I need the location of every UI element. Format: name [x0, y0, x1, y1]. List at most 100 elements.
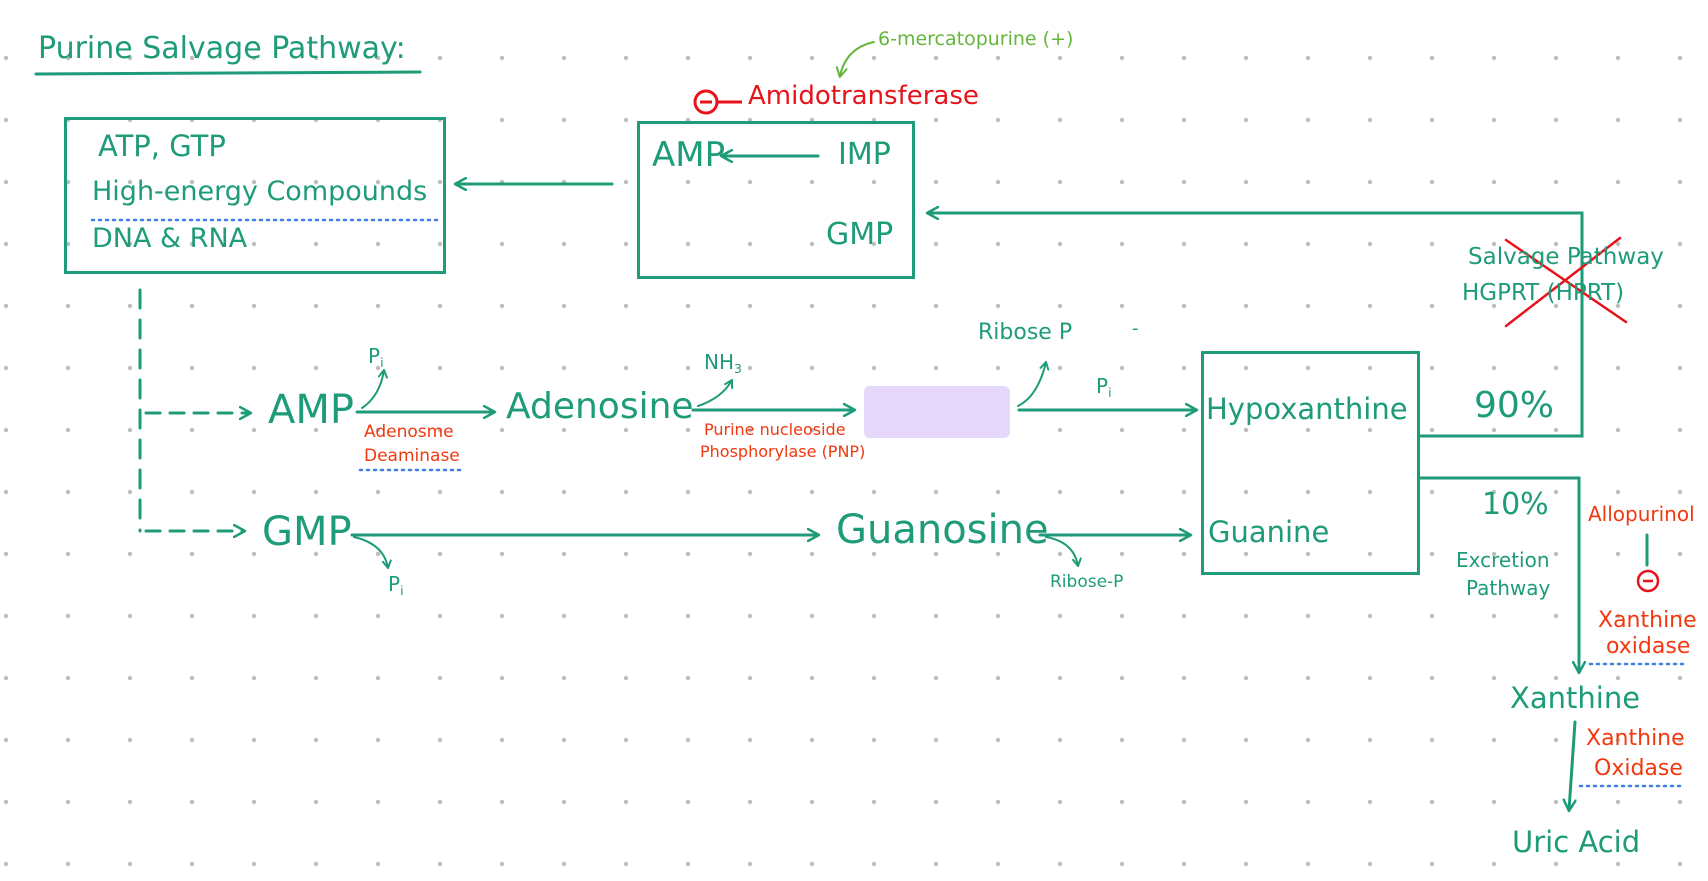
grid-dot [747, 551, 753, 557]
grid-dot [3, 737, 9, 743]
grid-dot [1181, 365, 1187, 371]
grid-dot [1491, 365, 1497, 371]
grid-dot [871, 365, 877, 371]
grid-dot [437, 799, 443, 805]
grid-dot [1677, 489, 1683, 495]
grid-dot [995, 613, 1001, 619]
grid-dot [933, 55, 939, 61]
grid-dot [375, 799, 381, 805]
grid-dot [809, 675, 815, 681]
grid-dot [1119, 551, 1125, 557]
grid-dot [499, 303, 505, 309]
pi-label-1: Pi [368, 344, 384, 371]
grid-dot [995, 737, 1001, 743]
grid-dot [499, 737, 505, 743]
grid-dot [561, 365, 567, 371]
grid-dot [1615, 675, 1621, 681]
grid-dot [1057, 861, 1063, 867]
grid-dot [1305, 117, 1311, 123]
grid-dot [1181, 861, 1187, 867]
grid-dot [809, 303, 815, 309]
grid-dot [1615, 861, 1621, 867]
grid-dot [1181, 675, 1187, 681]
grid-dot [685, 427, 691, 433]
grid-dot [1181, 427, 1187, 433]
grid-dot [871, 241, 877, 247]
grid-dot [623, 179, 629, 185]
grid-dot [1553, 427, 1559, 433]
hypoxanthine-label: Hypoxanthine [1206, 392, 1408, 426]
grid-dot [1677, 365, 1683, 371]
grid-dot [1429, 551, 1435, 557]
grid-dot [685, 303, 691, 309]
grid-dot [1491, 241, 1497, 247]
grid-dot [1057, 179, 1063, 185]
grid-dot [933, 551, 939, 557]
grid-dot [995, 799, 1001, 805]
grid-dot [1119, 613, 1125, 619]
grid-dot [65, 365, 71, 371]
grid-dot [1491, 799, 1497, 805]
grid-dot [685, 551, 691, 557]
grid-dot [1305, 179, 1311, 185]
grid-dot [747, 303, 753, 309]
grid-dot [3, 427, 9, 433]
grid-dot [623, 303, 629, 309]
xanthine-oxidase-2-line-2: Oxidase [1594, 756, 1683, 781]
grid-dot [1305, 241, 1311, 247]
grid-dot [871, 303, 877, 309]
grid-dot [685, 365, 691, 371]
ribose-release-curl-2 [1045, 536, 1082, 567]
grid-dot [747, 613, 753, 619]
grid-dot [313, 55, 319, 61]
grid-dot [1677, 117, 1683, 123]
salvage-percent: 90% [1474, 385, 1555, 426]
grid-dot [933, 303, 939, 309]
grid-dot [1181, 179, 1187, 185]
grid-dot [437, 613, 443, 619]
grid-dot [871, 799, 877, 805]
deaminase-line-2: Deaminase [364, 446, 460, 466]
grid-dot [127, 799, 133, 805]
grid-dot [127, 613, 133, 619]
grid-dot [1057, 799, 1063, 805]
grid-dot [871, 489, 877, 495]
grid-dot [1243, 55, 1249, 61]
nuc-gmp: GMP [826, 217, 894, 252]
grid-dot [375, 55, 381, 61]
grid-dot [65, 675, 71, 681]
grid-dot [1119, 799, 1125, 805]
grid-dot [251, 613, 257, 619]
grid-dot [1243, 117, 1249, 123]
nh3-label: NH3 [704, 350, 742, 377]
grid-dot [1367, 551, 1373, 557]
grid-dot [1615, 365, 1621, 371]
grid-dot [313, 613, 319, 619]
grid-dot [251, 799, 257, 805]
ribose-p-tail: - [1132, 318, 1139, 339]
grid-dot [1305, 861, 1311, 867]
grid-dot [561, 799, 567, 805]
grid-dot [499, 117, 505, 123]
grid-dot [3, 365, 9, 371]
grid-dot [1243, 365, 1249, 371]
grid-dot [375, 613, 381, 619]
grid-dot [1367, 613, 1373, 619]
grid-dot [1367, 303, 1373, 309]
grid-dot [1615, 303, 1621, 309]
grid-dot [1553, 303, 1559, 309]
grid-dot [1119, 427, 1125, 433]
amp-label: AMP [268, 387, 354, 433]
grid-dot [561, 861, 567, 867]
pi-label-3: Pi [388, 572, 404, 599]
grid-dot [375, 675, 381, 681]
grid-dot [871, 179, 877, 185]
salvage-line-1: Salvage Pathway [1468, 244, 1664, 270]
grid-dot [1305, 55, 1311, 61]
grid-dot [1615, 613, 1621, 619]
grid-dot [1429, 737, 1435, 743]
grid-dot [251, 675, 257, 681]
energy-box [64, 117, 446, 274]
grid-dot [995, 241, 1001, 247]
grid-dot [1305, 427, 1311, 433]
